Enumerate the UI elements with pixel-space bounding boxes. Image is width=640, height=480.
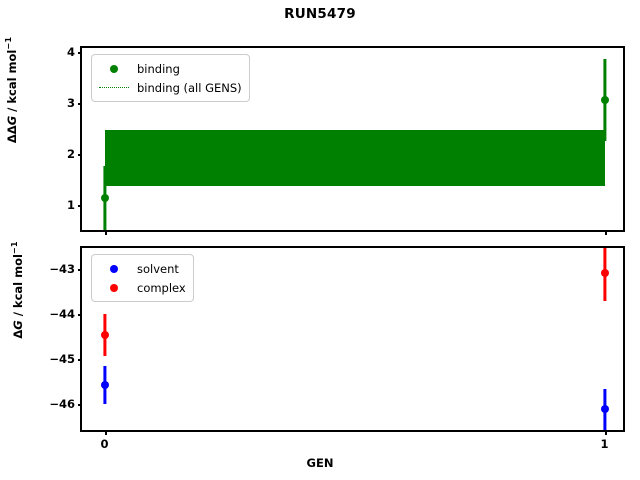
y-tick-label: 1 <box>66 197 75 212</box>
legend-swatch <box>110 283 118 292</box>
legend-marker-dot-icon <box>97 64 131 73</box>
y-tick-mark <box>77 269 82 272</box>
y-tick-label: −46 <box>49 396 75 411</box>
x-tick-mark <box>604 230 607 235</box>
y-tick-label: −44 <box>49 306 75 321</box>
data-point-solvent[interactable] <box>600 405 609 414</box>
y-tick-mark <box>77 153 82 156</box>
legend-marker-dot-icon <box>97 283 131 292</box>
legend-bottom-panel[interactable]: solvent complex <box>91 254 194 302</box>
data-point-binding[interactable] <box>100 194 109 203</box>
data-point-complex[interactable] <box>600 268 609 277</box>
y-tick-label: 3 <box>66 95 75 110</box>
y-axis-title-top: ΔΔG / kcal mol−1 <box>3 36 19 144</box>
data-point-complex[interactable] <box>100 330 109 339</box>
x-tick-mark <box>604 430 607 435</box>
legend-label: complex <box>137 280 186 295</box>
y-tick-mark <box>77 403 82 406</box>
y-tick-mark <box>77 358 82 361</box>
legend-dotted-line-icon <box>97 87 131 88</box>
data-point-binding[interactable] <box>600 96 609 105</box>
plot-area-top <box>82 48 623 230</box>
legend-marker-dot-icon <box>97 264 131 273</box>
legend-entry[interactable]: solvent <box>97 259 186 278</box>
y-tick-label: 4 <box>66 45 75 60</box>
figure-title: RUN5479 <box>284 6 356 22</box>
x-tick-mark <box>104 230 107 235</box>
y-tick-label: 2 <box>66 146 75 161</box>
axes-top-panel: 1 2 3 4 binding binding (all GENS) <box>67 45 625 235</box>
x-tick-label: 0 <box>100 437 109 451</box>
axes-bottom-panel: −46 −45 −44 −43 0 1 solvent complex <box>49 246 625 451</box>
y-tick-label: −45 <box>49 351 75 366</box>
legend-label: binding (all GENS) <box>137 80 242 95</box>
legend-swatch <box>110 264 118 273</box>
y-axis-title-bottom: ΔG / kcal mol−1 <box>9 241 25 339</box>
x-tick-label: 1 <box>600 437 609 451</box>
legend-label: binding <box>137 61 180 76</box>
legend-entry[interactable]: complex <box>97 278 186 297</box>
x-tick-mark <box>104 430 107 435</box>
y-tick-mark <box>77 313 82 316</box>
band-binding-all-gens <box>104 129 605 186</box>
y-tick-label: −43 <box>49 262 75 277</box>
y-tick-mark <box>77 102 82 105</box>
legend-entry[interactable]: binding (all GENS) <box>97 78 242 97</box>
data-point-solvent[interactable] <box>100 380 109 389</box>
legend-top-panel[interactable]: binding binding (all GENS) <box>91 54 250 102</box>
legend-swatch <box>99 87 129 88</box>
y-tick-mark <box>77 52 82 55</box>
legend-swatch <box>110 64 118 73</box>
legend-label: solvent <box>137 261 179 276</box>
x-axis-title: GEN <box>306 456 334 470</box>
legend-entry[interactable]: binding <box>97 59 242 78</box>
y-tick-mark <box>77 204 82 207</box>
plot-area-bottom <box>82 248 623 430</box>
